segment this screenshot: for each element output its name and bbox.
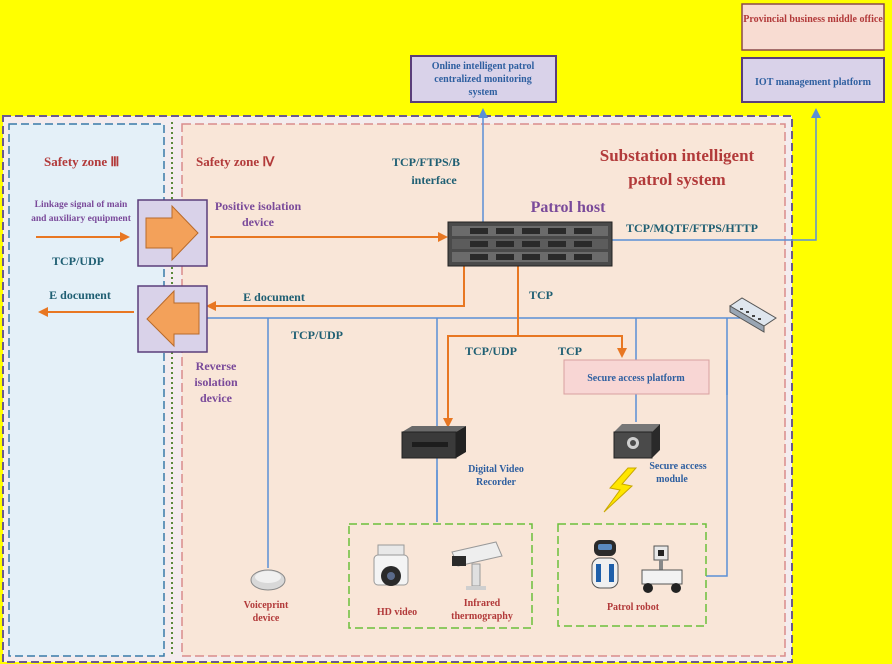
robot-group-box <box>557 523 707 627</box>
e-document-mid-label: E document <box>243 290 305 304</box>
substation-title-2: patrol system <box>628 170 725 189</box>
iot-platform-box <box>741 57 885 103</box>
substation-title-1: Substation intelligent <box>600 146 755 165</box>
tcp-label-1: TCP <box>529 288 553 302</box>
patrol-robot-humanoid-icon <box>591 540 619 589</box>
tcp-label-2: TCP <box>558 344 582 358</box>
infrared-label-1: Infrared <box>464 598 501 609</box>
online-monitoring-box <box>410 55 557 103</box>
patrol-host-label: Patrol host <box>531 199 606 216</box>
reverse-isolation-device <box>137 285 208 353</box>
zone4-title: Safety zone Ⅳ <box>196 154 275 169</box>
provincial-office-box <box>741 3 885 51</box>
tcp-udp-bus-label: TCP/UDP <box>291 328 343 342</box>
linkage-label-2: and auxiliary equipment <box>31 214 132 224</box>
online-label-1: Online intelligent patrol <box>432 61 535 72</box>
zone3-title: Safety zone Ⅲ <box>44 154 119 169</box>
network-lines <box>180 108 821 577</box>
voiceprint-label-1: Voiceprint <box>244 600 289 611</box>
e-document-left-label: E document <box>49 288 111 302</box>
reverse-isolation-label-2: isolation <box>194 375 238 389</box>
provincial-label: Provincial business middle office <box>743 14 883 25</box>
voiceprint-device-icon <box>250 569 286 591</box>
network-switch-icon <box>729 297 777 333</box>
data-flows <box>36 232 627 428</box>
dvr-label-2: Recorder <box>476 477 517 488</box>
iot-label: IOT management platform <box>755 77 872 88</box>
secure-module-label-2: module <box>656 474 688 485</box>
secure-access-platform-box <box>563 359 710 395</box>
hd-video-label: HD video <box>377 607 417 618</box>
tcp-udp-left-label: TCP/UDP <box>52 254 104 268</box>
secure-access-module-icon <box>613 424 660 459</box>
camera-group-box <box>348 523 533 629</box>
positive-isolation-device <box>137 199 208 267</box>
wireless-lightning-icon <box>603 467 638 513</box>
secure-platform-label: Secure access platform <box>587 373 685 384</box>
dvr-label-1: Digital Video <box>468 464 524 475</box>
secure-module-label-1: Secure access <box>649 461 706 472</box>
tcp-ftps-label-2: interface <box>411 173 457 187</box>
infrared-camera-icon <box>451 541 503 590</box>
patrol-host-server-icon <box>447 221 613 267</box>
dvr-icon <box>401 426 466 459</box>
positive-isolation-label-1: Positive isolation <box>215 199 302 213</box>
hd-video-camera-icon <box>373 544 409 586</box>
infrared-label-2: thermography <box>451 611 513 622</box>
reverse-isolation-label-1: Reverse <box>196 359 237 373</box>
positive-isolation-label-2: device <box>242 215 275 229</box>
online-label-3: system <box>469 87 499 98</box>
tcp-udp-dvr-label: TCP/UDP <box>465 344 517 358</box>
online-label-2: centralized monitoring <box>434 74 531 85</box>
patrol-robot-label: Patrol robot <box>607 602 660 613</box>
mqtt-protocol-label: TCP/MQTF/FTPS/HTTP <box>626 221 758 235</box>
reverse-isolation-label-3: device <box>200 391 233 405</box>
patrol-robot-wheeled-icon <box>641 545 683 593</box>
tcp-ftps-label-1: TCP/FTPS/B <box>392 155 460 169</box>
linkage-label-1: Linkage signal of main <box>35 200 128 210</box>
voiceprint-label-2: device <box>253 613 280 624</box>
